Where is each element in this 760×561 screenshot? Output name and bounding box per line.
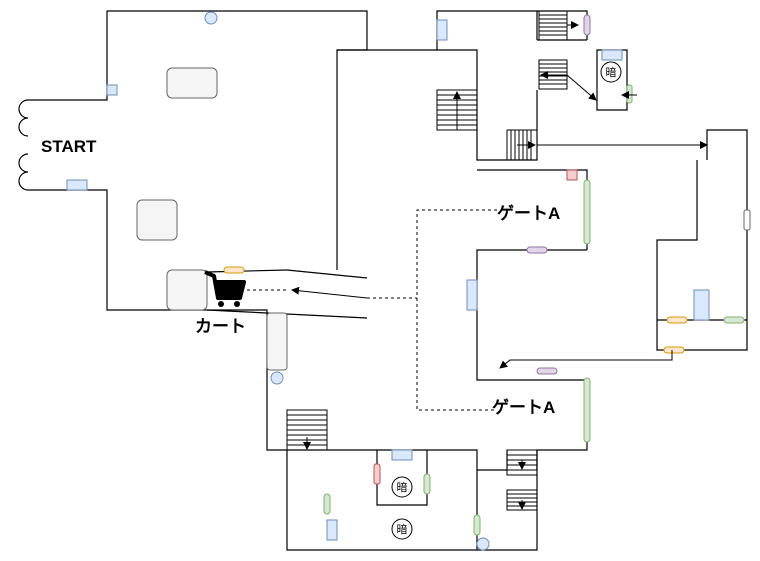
door-green-6 [323,493,331,515]
dark-zone-icon: 暗 [391,518,413,540]
dark-zone-icon: 暗 [600,61,622,83]
door-purple-1 [583,14,591,36]
stairs-icon [506,489,538,511]
entrance-arcs [18,99,29,191]
table-1 [166,67,218,99]
cart-label: カート [195,317,246,336]
door-green-7 [473,514,481,536]
entrance-arc-2 [18,117,29,137]
door-green-3 [626,84,633,104]
dashed-gate-route [416,209,497,411]
door-blue-4 [601,49,623,61]
door-green-5 [423,473,431,495]
entrance-arc-3 [18,153,29,173]
gray-objects [136,67,288,371]
entrance-arc-1 [18,99,29,119]
wall-east-room [656,129,748,351]
pillar-blue-3 [476,537,490,551]
ramp-line-1 [286,269,368,279]
door-blue-6 [693,289,710,321]
door-orange-3 [663,346,685,354]
dark-zone-label-1: 暗 [606,65,617,79]
door-orange-2 [666,316,688,324]
arrow-icon [291,286,368,299]
wall-stairs-top-right [536,11,587,130]
door-blue-1 [106,84,118,96]
dashed-paths [247,209,497,411]
gate-label-upper: ゲートA [497,203,560,223]
walls [28,10,748,551]
door-blue-8 [326,519,338,541]
stairs-icon [538,10,568,41]
door-blue-5 [466,279,478,311]
table-2 [136,199,178,241]
door-blue-3 [436,19,448,41]
door-red-1 [566,169,578,181]
cart-icon [204,270,246,307]
stairs-icon [286,409,328,451]
ramp-line-2 [206,269,288,273]
door-orange-1 [223,266,245,274]
door-purple-3 [536,367,558,375]
dark-zone-label-2: 暗 [397,480,408,494]
doors [66,11,751,551]
start-label: START [41,137,97,156]
door-blue-7 [391,449,413,461]
door-green-4 [723,316,745,324]
door-green-1 [583,179,591,245]
dark-zones: 暗 暗 暗 [391,61,622,540]
table-3 [166,269,208,311]
door-green-2 [583,377,591,443]
entrance-arc-4 [18,171,29,191]
table-4 [266,312,288,371]
door-white-1 [743,209,751,231]
dark-zone-label-3: 暗 [397,522,408,536]
arrow-icon [566,74,597,101]
stairs [286,10,568,511]
arrows [291,21,708,510]
gate-label-lower: ゲートA [492,397,555,417]
arrow-icon [499,350,673,369]
pillar-blue-2 [270,371,284,385]
pillar-blue-1 [204,11,218,25]
door-blue-2 [66,179,88,191]
door-purple-2 [526,246,548,254]
dark-zone-icon: 暗 [391,476,413,498]
door-red-2 [373,463,381,485]
